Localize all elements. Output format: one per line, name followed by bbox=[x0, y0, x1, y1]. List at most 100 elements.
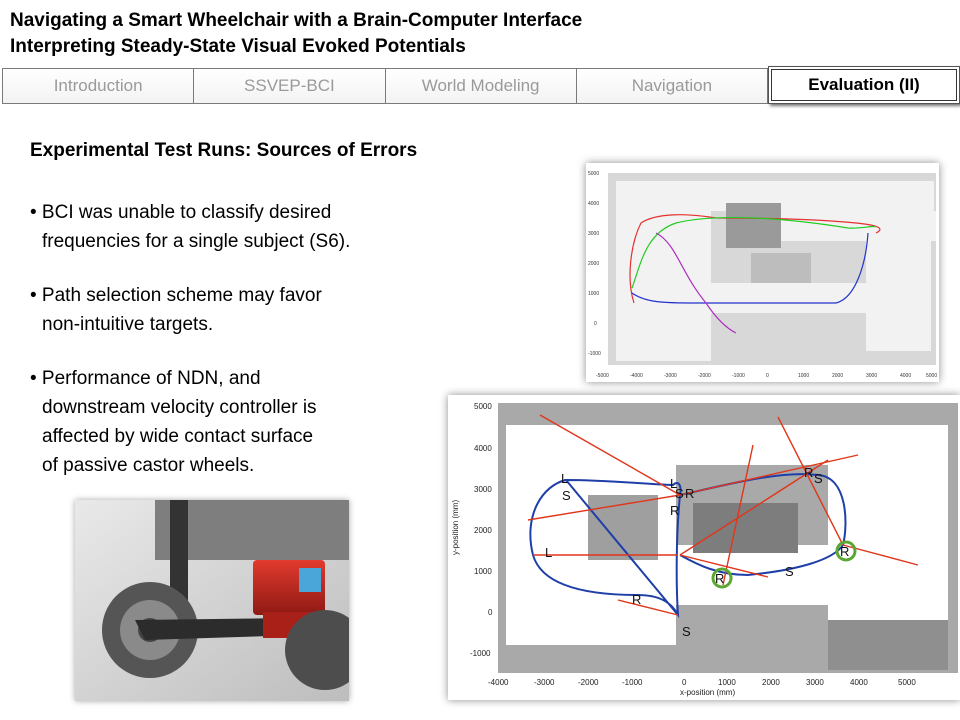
marker-label: R bbox=[715, 571, 724, 586]
bullet-item: • BCI was unable to classify desired fre… bbox=[30, 198, 450, 256]
bottom-map-x-tick: -2000 bbox=[578, 678, 599, 687]
title-line-2: Interpreting Steady-State Visual Evoked … bbox=[10, 36, 466, 57]
top-map-x-tick: -3000 bbox=[664, 373, 677, 379]
bottom-map-x-tick: 3000 bbox=[806, 678, 824, 687]
marker-label: S bbox=[682, 624, 691, 639]
top-map-x-axis: -5000 -4000 -3000 -2000 -1000 0 1000 200… bbox=[596, 373, 937, 379]
top-map-obstacle bbox=[751, 253, 811, 283]
arrow bbox=[777, 416, 844, 546]
top-map-x-tick: -4000 bbox=[630, 373, 643, 379]
bottom-map-obstacle bbox=[693, 503, 798, 553]
bottom-map-target-circle bbox=[835, 540, 857, 562]
rear-wheel bbox=[285, 610, 349, 690]
bullet-line: affected by wide contact surface bbox=[42, 426, 314, 447]
top-map-x-tick: 3000 bbox=[866, 373, 877, 379]
top-map-x-tick: -1000 bbox=[732, 373, 745, 379]
title-line-1: Navigating a Smart Wheelchair with a Bra… bbox=[10, 10, 583, 31]
bullet-item: • Performance of NDN, and downstream vel… bbox=[30, 364, 450, 480]
bottom-map-y-tick: -1000 bbox=[470, 649, 491, 658]
arrow bbox=[527, 494, 681, 521]
marker-label: R bbox=[804, 465, 813, 480]
top-map-free-area bbox=[711, 283, 871, 313]
top-trajectory-map: 5000 4000 3000 2000 1000 0 -1000 -5000 -… bbox=[586, 163, 939, 382]
top-map-y-tick: 3000 bbox=[588, 231, 599, 237]
marker-label: L bbox=[561, 471, 568, 486]
bottom-map-x-axis: -4000 -3000 -2000 -1000 0 1000 2000 3000… bbox=[488, 678, 916, 687]
marker-label: S bbox=[675, 486, 684, 501]
marker-label: S bbox=[814, 471, 823, 486]
marker-label: R bbox=[632, 592, 641, 607]
scanner-window bbox=[299, 568, 321, 592]
bottom-trajectory-map: y-position (mm) x-position (mm) 5000 400… bbox=[448, 395, 960, 700]
top-map-y-tick: 4000 bbox=[588, 201, 599, 207]
tab-evaluation-ii-label: Evaluation (II) bbox=[808, 75, 920, 94]
bottom-map-x-tick: 2000 bbox=[762, 678, 780, 687]
bullet-item: • Path selection scheme may favor non-in… bbox=[30, 281, 450, 339]
top-map-svg: 5000 4000 3000 2000 1000 0 -1000 -5000 -… bbox=[586, 163, 939, 382]
bottom-map-x-tick: -3000 bbox=[534, 678, 555, 687]
bottom-map-arrows bbox=[527, 414, 919, 616]
bullet-list: • BCI was unable to classify desired fre… bbox=[30, 198, 450, 505]
top-map-x-tick: 2000 bbox=[832, 373, 843, 379]
tab-bar: Introduction SSVEP-BCI World Modeling Na… bbox=[2, 68, 768, 104]
top-map-y-tick: 2000 bbox=[588, 261, 599, 267]
top-map-x-tick: 1000 bbox=[798, 373, 809, 379]
bullet-line: • BCI was unable to classify desired bbox=[30, 202, 332, 223]
top-map-free-area bbox=[866, 211, 931, 351]
top-map-x-tick: -5000 bbox=[596, 373, 609, 379]
bottom-map-x-tick: 4000 bbox=[850, 678, 868, 687]
bottom-map-ylabel: y-position (mm) bbox=[451, 500, 460, 555]
top-map-x-tick: 4000 bbox=[900, 373, 911, 379]
arrow bbox=[679, 554, 769, 578]
bottom-map-x-tick: -4000 bbox=[488, 678, 509, 687]
bottom-map-x-tick: 5000 bbox=[898, 678, 916, 687]
footrest bbox=[135, 618, 300, 640]
top-map-trajectory-purple bbox=[655, 232, 737, 334]
arrow bbox=[722, 444, 754, 586]
top-map-x-tick: -2000 bbox=[698, 373, 711, 379]
tab-ssvep-bci[interactable]: SSVEP-BCI bbox=[194, 69, 386, 103]
tab-evaluation-ii[interactable]: Evaluation (II) bbox=[768, 66, 960, 104]
tab-introduction[interactable]: Introduction bbox=[3, 69, 195, 103]
bullet-line: • Performance of NDN, and bbox=[30, 368, 261, 389]
arrow bbox=[679, 454, 859, 496]
bottom-map-y-axis: 5000 4000 3000 2000 1000 0 -1000 bbox=[470, 402, 493, 658]
bullet-line: frequencies for a single subject (S6). bbox=[42, 231, 351, 252]
marker-label: R bbox=[685, 486, 694, 501]
arrow bbox=[679, 459, 829, 556]
top-map-y-axis: 5000 4000 3000 2000 1000 0 -1000 bbox=[588, 171, 601, 357]
top-map-obstacle bbox=[726, 203, 781, 248]
bottom-map-markers: L S L S R R R S R R R S S L bbox=[545, 465, 849, 639]
bottom-map-x-tick: -1000 bbox=[622, 678, 643, 687]
top-map-trajectory-green bbox=[631, 216, 877, 289]
bottom-map-svg: y-position (mm) x-position (mm) 5000 400… bbox=[448, 395, 960, 700]
bullet-line: downstream velocity controller is bbox=[42, 397, 317, 418]
marker-label: S bbox=[562, 488, 571, 503]
bottom-map-y-tick: 1000 bbox=[474, 567, 492, 576]
marker-label: L bbox=[545, 545, 552, 560]
marker-label: R bbox=[840, 544, 849, 559]
bottom-map-y-tick: 2000 bbox=[474, 526, 492, 535]
top-map-x-tick: 5000 bbox=[926, 373, 937, 379]
marker-label: S bbox=[785, 564, 794, 579]
bottom-map-obstacle bbox=[828, 620, 948, 670]
tab-world-modeling[interactable]: World Modeling bbox=[385, 69, 577, 103]
top-map-trajectory-blue bbox=[631, 232, 869, 304]
top-map-free-area bbox=[616, 211, 711, 361]
top-map-y-tick: -1000 bbox=[588, 351, 601, 357]
bullet-line: of passive castor wheels. bbox=[42, 455, 255, 476]
bottom-map-y-tick: 4000 bbox=[474, 444, 492, 453]
bottom-map-x-tick: 1000 bbox=[718, 678, 736, 687]
marker-label: R bbox=[670, 503, 679, 518]
bottom-map-target-circle bbox=[711, 567, 733, 589]
top-map-y-tick: 0 bbox=[594, 321, 597, 327]
section-heading: Experimental Test Runs: Sources of Error… bbox=[30, 140, 418, 161]
tab-navigation[interactable]: Navigation bbox=[576, 69, 767, 103]
top-map-y-tick: 5000 bbox=[588, 171, 599, 177]
bottom-map-path bbox=[529, 478, 682, 619]
arrow bbox=[617, 599, 679, 616]
bottom-map-y-tick: 0 bbox=[488, 608, 493, 617]
title-block: Navigating a Smart Wheelchair with a Bra… bbox=[10, 8, 950, 60]
arrow bbox=[539, 414, 681, 496]
top-map-y-tick: 1000 bbox=[588, 291, 599, 297]
